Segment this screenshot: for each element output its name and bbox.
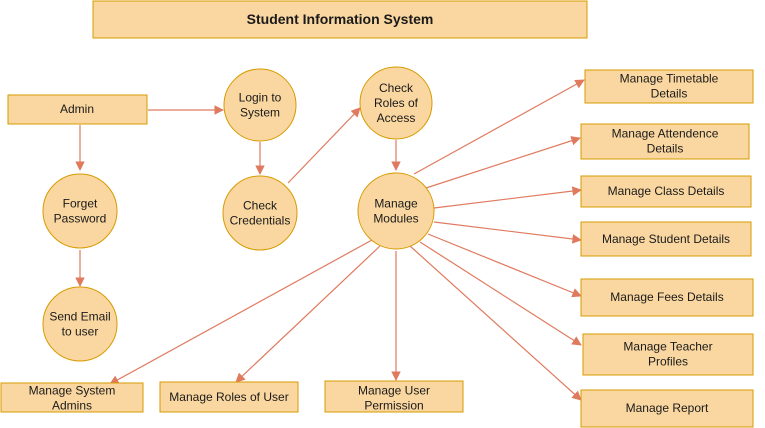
label-line: Manage Roles of User xyxy=(169,390,288,404)
box-manage-fees[interactable]: Manage Fees Details xyxy=(580,278,754,317)
edge-modules-teacher xyxy=(419,241,582,346)
label-line: Send Email xyxy=(49,310,110,324)
label-line: Manage Teacher xyxy=(623,340,712,354)
label-line: to user xyxy=(62,325,99,339)
page-title: Student Information System xyxy=(247,11,434,27)
edge-modules-roles xyxy=(235,245,381,383)
label-line: Access xyxy=(377,111,416,125)
box-manage-student-label: Manage Student Details xyxy=(602,232,730,246)
label-line: Check xyxy=(379,81,414,95)
label-line: Profiles xyxy=(648,355,688,369)
label-line: Manage System xyxy=(29,384,116,398)
edge-modules-report xyxy=(409,245,582,401)
label-line: Manage Student Details xyxy=(602,232,730,246)
label-line: Forget xyxy=(63,197,98,211)
label-line: Manage Attendence xyxy=(612,127,719,141)
edges xyxy=(75,79,585,401)
label-line: Permission xyxy=(364,399,423,413)
label-line: Credentials xyxy=(230,214,291,228)
box-manage-roles-of-user-label: Manage Roles of User xyxy=(169,390,288,404)
label-line: Manage Fees Details xyxy=(610,290,723,304)
label-line: Details xyxy=(651,87,688,101)
label-line: Manage Timetable xyxy=(620,72,719,86)
box-manage-class[interactable]: Manage Class Details xyxy=(580,175,752,208)
label-line: Modules xyxy=(373,212,418,226)
box-admin-label: Admin xyxy=(60,102,94,116)
edge-modules-student xyxy=(433,221,582,244)
label-line: Password xyxy=(54,212,107,226)
label-line: Check xyxy=(243,199,278,213)
label-line: Admin xyxy=(60,102,94,116)
label-line: Admins xyxy=(52,399,92,413)
box-manage-class-label: Manage Class Details xyxy=(608,184,725,198)
box-manage-report[interactable]: Manage Report xyxy=(580,389,754,428)
box-manage-roles-of-user[interactable]: Manage Roles of User xyxy=(159,381,299,413)
title-box: Student Information System xyxy=(92,0,588,39)
edge-modules-systemadmins xyxy=(109,239,373,385)
box-manage-fees-label: Manage Fees Details xyxy=(610,290,723,304)
label-line: System xyxy=(240,106,280,120)
edge-modules-attendence xyxy=(425,136,581,189)
label-line: Manage xyxy=(374,197,418,211)
label-line: Details xyxy=(647,142,684,156)
label-line: Manage User xyxy=(358,384,430,398)
label-line: Roles of xyxy=(374,96,419,110)
label-line: Login to xyxy=(239,91,282,105)
edge-credentials-roles xyxy=(287,107,361,184)
label-line: Manage Class Details xyxy=(608,184,725,198)
edge-modules-timetable xyxy=(413,79,585,175)
box-manage-report-label: Manage Report xyxy=(626,401,709,415)
box-manage-student[interactable]: Manage Student Details xyxy=(580,221,752,257)
label-line: Manage Report xyxy=(626,401,709,415)
edge-modules-fees xyxy=(427,233,582,298)
box-admin[interactable]: Admin xyxy=(7,94,148,125)
edge-modules-class xyxy=(433,186,582,209)
